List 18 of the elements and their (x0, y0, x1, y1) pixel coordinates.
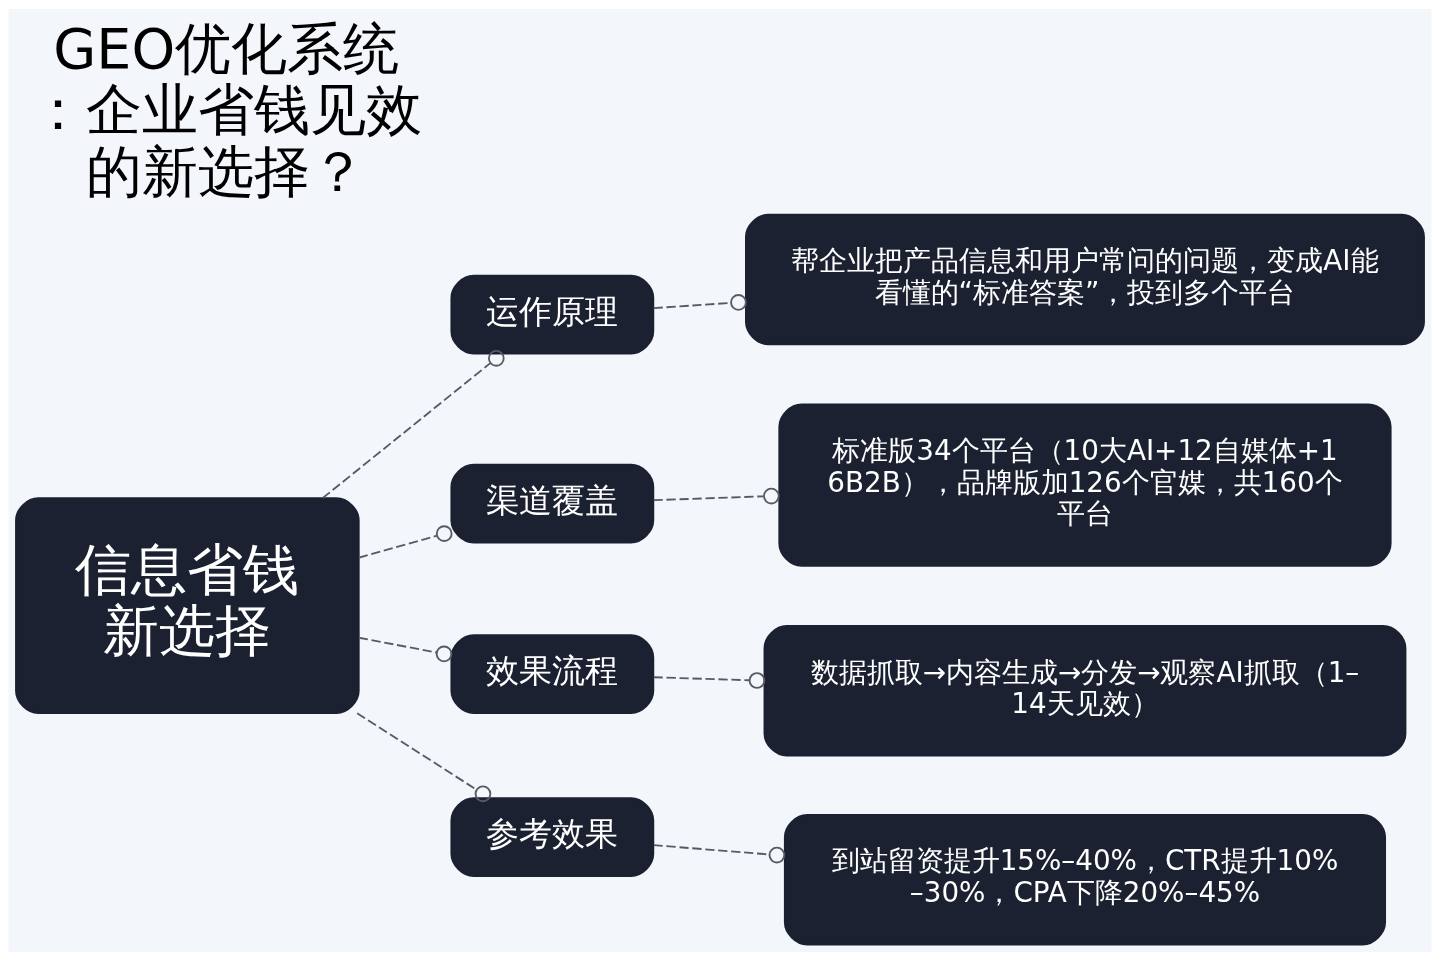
node-box: 信息省钱新选择 (15, 496, 360, 714)
node-box: 帮企业把产品信息和用户常问的问题，变成AI能看懂的“标准答案”，投到多个平台 (745, 213, 1425, 345)
node-box: 标准版34个平台（10大AI+12自媒体+16B2B），品牌版加126个官媒，共160个平台 (778, 403, 1392, 567)
connector (652, 293, 747, 311)
node-box: 到站留资提升15%–40%，CTR提升10%–30%，CPA下降20%–45% (783, 813, 1387, 945)
diagram-title: GEO优化系统：企业省钱见效的新选择？ (30, 15, 423, 204)
connector (321, 349, 505, 499)
connector (357, 636, 453, 662)
connector (356, 711, 492, 802)
node-box: 数据抓取→内容生成→分发→观察AI抓取（1–14天见效） (763, 624, 1407, 757)
node-box: 参考效果 (450, 796, 655, 877)
node-box: 效果流程 (450, 633, 655, 714)
node-box: 运作原理 (450, 274, 655, 354)
connector (652, 487, 780, 504)
connector (652, 843, 786, 863)
connector (652, 671, 766, 689)
connector (357, 524, 453, 559)
node-box: 渠道覆盖 (450, 463, 655, 543)
